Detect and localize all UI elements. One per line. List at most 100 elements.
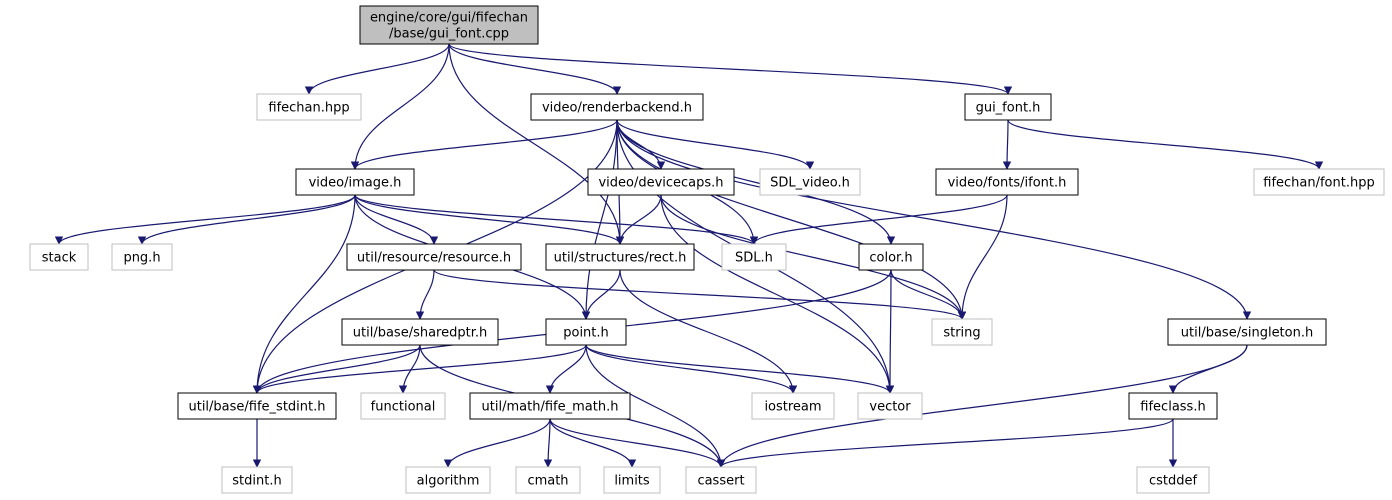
edge-arrow [616,119,967,320]
edge-image_h-to-fife_stdint [252,194,356,394]
node-fife-math[interactable]: util/math/fife_math.h [469,392,631,420]
edge-arrow [448,43,625,245]
node-label: limits [614,474,650,489]
node-fifeclass[interactable]: fifeclass.h [1128,392,1218,420]
edge-resource-to-sharedptr [415,269,435,320]
edge-arrow [252,344,587,394]
node-box [405,466,491,494]
node-box [29,243,89,271]
edge-gui_font_h-to-ifont [1002,119,1012,170]
edge-arrow [448,43,1013,95]
node-renderbackend[interactable]: video/renderbackend.h [530,93,704,121]
edge-rect-to-iostream [619,269,798,394]
node-label: util/resource/resource.h [357,251,511,266]
edge-sharedptr-to-functional [398,344,421,394]
edge-arrow [304,43,450,95]
node-point[interactable]: point.h [545,318,627,346]
edge-fife_math-to-algorithm [443,418,551,468]
edge-point-to-fife_math [545,344,587,394]
node-label: util/base/fife_stdint.h [188,400,325,415]
node-box [1167,318,1327,346]
node-png: png.h [111,243,173,271]
node-cassert: cassert [685,466,757,494]
node-box [469,392,631,420]
node-label: iostream [764,400,821,415]
edge-root-to-renderbackend [448,43,622,95]
edge-image_h-to-stack [54,194,356,245]
edge-color-to-string [890,269,967,320]
edge-arrow [354,194,439,245]
node-ifont[interactable]: video/fonts/ifont.h [935,168,1079,196]
edge-arrow [398,344,421,394]
node-devicecaps[interactable]: video/devicecaps.h [587,168,735,196]
node-algorithm: algorithm [405,466,491,494]
node-box [545,243,695,271]
node-label: util/math/fife_math.h [482,400,619,415]
edge-arrow [615,194,662,245]
edge-ifont-to-string [957,194,1008,320]
node-box [360,392,446,420]
node-vector: vector [857,392,923,420]
node-functional: functional [360,392,446,420]
edge-arrow [549,418,726,468]
node-singleton[interactable]: util/base/singleton.h [1167,318,1327,346]
node-color[interactable]: color.h [858,243,924,271]
node-label: png.h [123,251,160,266]
edge-point-to-fife_stdint [252,344,587,394]
edge-arrow [585,344,798,394]
edge-arrow [885,269,895,394]
node-fifechan-hpp: fifechan.hpp [256,93,362,121]
node-sdl-h: SDL.h [721,243,787,271]
edge-arrow [354,194,625,245]
edge-gui_font_h-to-fifechan_font [1007,119,1324,170]
edge-fife_math-to-limits [549,418,637,468]
node-string: string [931,318,993,346]
edge-arrow [415,269,435,320]
node-box [1136,466,1210,494]
edge-devicecaps-to-vector [660,194,895,394]
edge-point-to-vector [585,344,895,394]
edge-image_h-to-png [137,194,356,245]
edge-devicecaps-to-string [660,194,967,320]
node-box [221,466,293,494]
edge-arrow [252,194,356,394]
node-label: cassert [697,474,744,489]
edge-fife_math-to-cassert [549,418,726,468]
node-cstddef: cstddef [1136,466,1210,494]
node-cmath: cmath [515,466,581,494]
edge-renderbackend-to-point [581,119,618,320]
node-label: stack [42,251,77,266]
node-fife-stdint[interactable]: util/base/fife_stdint.h [177,392,337,420]
node-label: video/image.h [309,176,402,191]
edge-point-to-iostream [585,344,798,394]
node-sharedptr[interactable]: util/base/sharedptr.h [341,318,499,346]
node-stdint: stdint.h [221,466,293,494]
node-label: video/devicecaps.h [598,176,723,191]
node-root[interactable]: engine/core/gui/fifechan/base/gui_font.c… [359,5,539,45]
node-label: video/fonts/ifont.h [948,176,1067,191]
node-box [1128,392,1218,420]
edge-arrow [616,119,815,170]
edge-arrow [581,119,618,320]
node-label: SDL.h [735,251,773,266]
node-gui-font-h[interactable]: gui_font.h [964,93,1052,121]
edge-renderbackend-to-color [616,119,896,245]
node-box [1253,168,1385,196]
node-image-h[interactable]: video/image.h [295,168,415,196]
edge-point-to-cassert [585,344,726,468]
node-box [603,466,661,494]
node-label: string [943,326,980,341]
edge-arrow [549,418,637,468]
edge-arrow [660,194,895,394]
node-resource[interactable]: util/resource/resource.h [346,243,522,271]
edge-renderbackend-to-image_h [350,119,618,170]
node-label: fifechan/font.hpp [1263,176,1374,191]
edge-arrow [616,119,666,170]
node-rect[interactable]: util/structures/rect.h [545,243,695,271]
node-label: video/renderbackend.h [542,101,692,116]
edge-arrow [54,194,356,245]
edge-arrow [350,43,450,170]
node-box [759,168,861,196]
node-label: gui_font.h [976,101,1041,116]
edge-arrow [660,194,967,320]
